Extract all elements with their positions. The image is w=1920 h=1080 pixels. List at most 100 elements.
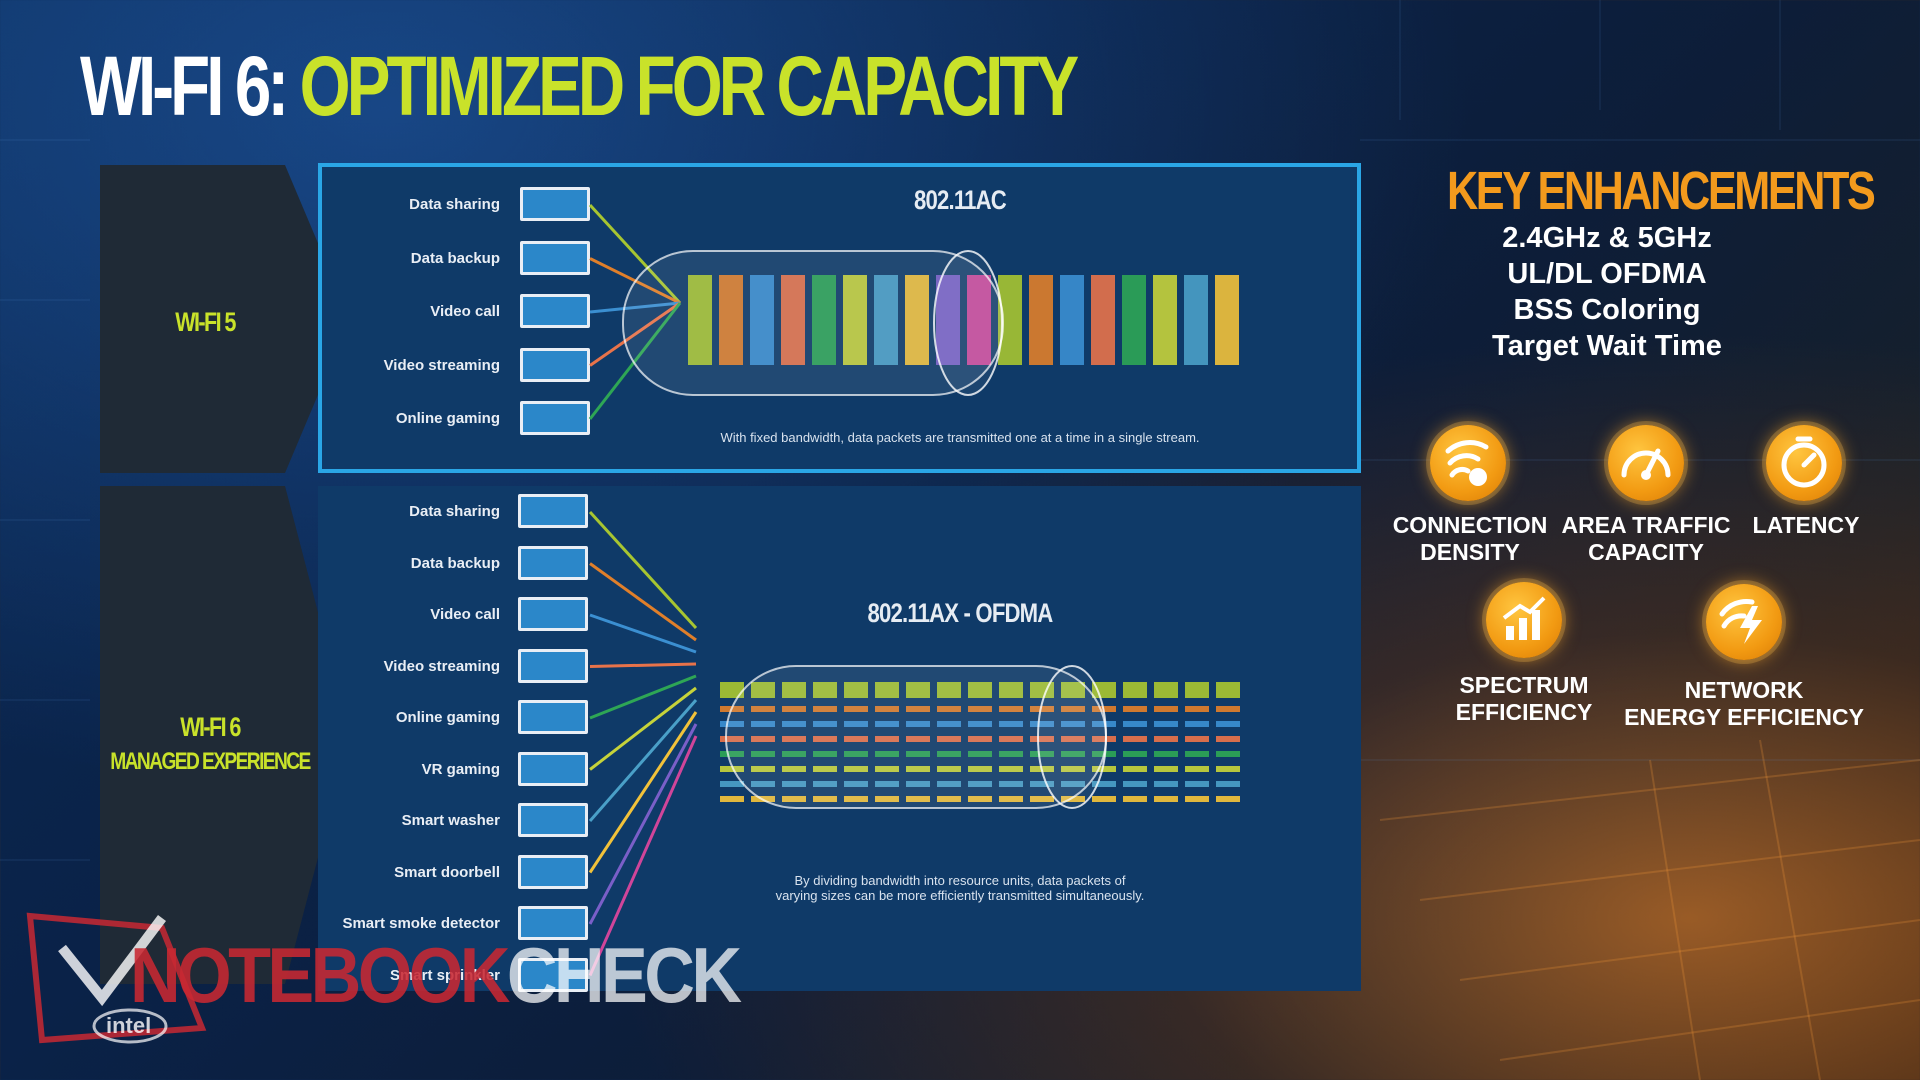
resource-unit [968,781,992,787]
bar-growth-icon [1486,582,1562,658]
resource-unit [1092,781,1116,787]
device-icon [518,803,588,837]
resource-unit [813,781,837,787]
device-label: Video call [430,303,500,320]
pipe-end [933,250,1003,396]
device-icon [520,240,590,275]
resource-unit [1185,766,1209,772]
resource-unit [906,781,930,787]
resource-unit [844,736,868,742]
key-enhancements-title: KEY ENHANCEMENTS [1447,161,1876,221]
device-label: Smart washer [401,812,500,829]
resource-unit [968,682,992,698]
resource-unit [1216,766,1240,772]
enhancement-item: Target Wait Time [1492,330,1722,362]
resource-unit [1061,706,1085,712]
resource-unit [1185,706,1209,712]
device-label: Smart sprinkler [389,966,500,984]
resource-unit [1123,706,1147,712]
resource-unit [968,796,992,802]
speedometer-icon [1608,425,1684,501]
device-label: Smart smoke detector [342,915,500,932]
wifi5-caption: With fixed bandwidth, data packets are t… [720,430,1200,445]
connection-line [589,301,681,367]
resource-unit [1092,682,1116,698]
resource-unit [999,751,1023,757]
resource-unit [1123,766,1147,772]
wifi6-tab-label-line1: WI-FI 6 [180,712,241,742]
device-icon [520,294,590,328]
resource-unit [1154,706,1178,712]
resource-unit [782,781,806,787]
data-packet [688,275,712,365]
resource-unit [1185,682,1209,698]
resource-unit [999,721,1023,727]
resource-unit [1092,736,1116,742]
data-packet [874,275,898,365]
resource-unit [813,751,837,757]
wifi6-arrow-tab [100,486,350,984]
resource-unit [844,766,868,772]
resource-unit [844,682,868,698]
resource-unit [1030,736,1054,742]
resource-unit [937,781,961,787]
enhancement-item: BSS Coloring [1513,294,1701,326]
resource-unit [999,736,1023,742]
resource-unit [875,766,899,772]
device-label: Data backup [410,554,500,572]
resource-unit [782,721,806,727]
device-icon [518,648,588,683]
data-packet [1153,275,1177,365]
resource-unit [937,766,961,772]
device-label: Online gaming [395,709,500,726]
resource-unit [751,781,775,787]
resource-unit [813,721,837,727]
wifi-signal-icon [1430,425,1506,501]
resource-unit [875,796,899,802]
resource-unit [813,682,837,698]
gauge-icon [1766,425,1842,501]
resource-unit [1216,682,1240,698]
connection-line [588,711,698,874]
resource-unit [968,766,992,772]
resource-unit [751,682,775,698]
resource-unit [1185,721,1209,727]
resource-unit [906,682,930,698]
resource-unit [999,706,1023,712]
resource-unit [1061,781,1085,787]
wifi6-caption-line2: varying sizes can be more efficiently tr… [775,888,1145,903]
data-packet [936,275,960,365]
device-icon [518,957,588,992]
data-packet [905,275,929,365]
resource-unit [844,796,868,802]
resource-unit [1061,796,1085,802]
resource-unit [968,706,992,712]
resource-unit [782,736,806,742]
resource-unit [720,721,744,727]
data-packet [781,275,805,365]
resource-unit [844,706,868,712]
data-packet [1091,275,1115,365]
resource-unit [782,751,806,757]
device-icon [520,347,590,382]
resource-unit [1123,781,1147,787]
resource-unit [1154,796,1178,802]
resource-unit [813,766,837,772]
connection-line [588,735,698,977]
resource-unit [1216,781,1240,787]
resource-unit [1154,781,1178,787]
resource-unit [968,721,992,727]
wifi5-standard-label: 802.11AC [914,185,1007,215]
resource-unit [1216,721,1240,727]
wifi6-tab-label-line2: MANAGED EXPERIENCE [110,748,311,775]
resource-unit [999,766,1023,772]
resource-unit [1123,751,1147,757]
resource-unit [937,736,961,742]
resource-unit [844,751,868,757]
data-packet [750,275,774,365]
resource-unit [720,736,744,742]
resource-unit [1123,796,1147,802]
slide-title: WI-FI 6: OPTIMIZED FOR CAPACITY [80,38,1079,135]
